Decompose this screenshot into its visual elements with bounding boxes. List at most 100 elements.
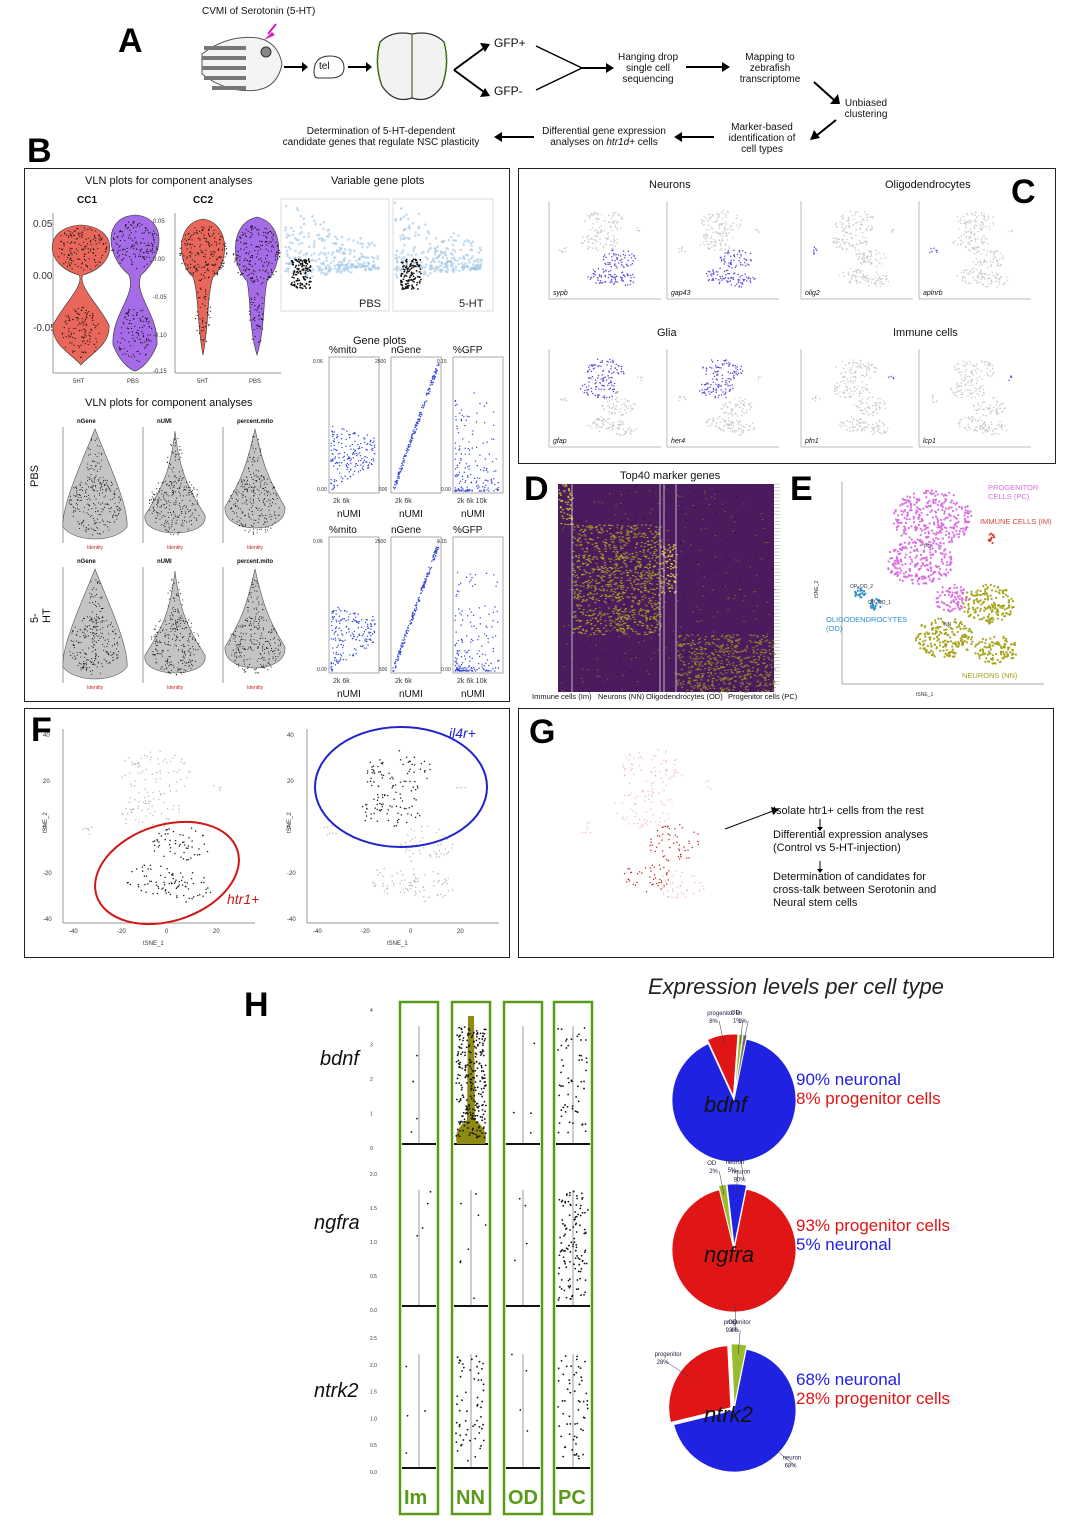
scatter-point: [251, 255, 254, 257]
scatter-point: [247, 230, 249, 232]
scatter-point: [275, 632, 278, 634]
variable-gene-point: [420, 278, 422, 281]
scatter-point: [240, 481, 242, 483]
scatter-point: [260, 657, 262, 660]
scatter-point: [614, 259, 616, 262]
scatter-point: [76, 631, 79, 633]
gene-plot-point: [351, 637, 354, 640]
gene-plot-point: [410, 622, 413, 624]
scatter-point: [251, 233, 254, 235]
scatter-point: [267, 232, 269, 234]
scatter-point: [266, 483, 268, 485]
gene-plot-point: [400, 650, 402, 652]
variable-gene-point: [359, 262, 363, 266]
scatter-point: [106, 626, 109, 628]
scatter-point: [86, 667, 88, 669]
scatter-point: [174, 516, 176, 518]
gene-plot-point: [370, 628, 372, 630]
gene-plot-point: [484, 670, 487, 672]
variable-gene-point: [289, 226, 293, 230]
scatter-point: [205, 332, 207, 334]
scatter-point: [183, 486, 185, 488]
scatter-point: [92, 314, 94, 317]
variable-gene-point: [478, 246, 482, 250]
gene-plot-point: [398, 477, 400, 479]
scatter-point: [247, 620, 249, 622]
scatter-point: [91, 438, 93, 440]
variable-gene-point: [479, 258, 483, 261]
scatter-point: [622, 250, 625, 252]
scatter-point: [235, 491, 237, 493]
scatter-point: [126, 251, 128, 253]
scatter-point: [597, 214, 599, 216]
scatter-point: [92, 489, 94, 491]
scatter-point: [189, 238, 191, 240]
gene-plot-point: [410, 442, 412, 444]
scatter-point: [257, 628, 259, 630]
scatter-point: [256, 309, 258, 311]
scatter-point: [192, 502, 194, 505]
gene-plot-point: [485, 625, 487, 627]
scatter-point: [85, 245, 87, 247]
scatter-point: [253, 626, 255, 628]
violin-points: [69, 616, 121, 675]
variable-gene-title: Variable gene plots: [331, 175, 425, 187]
scatter-point: [99, 605, 101, 607]
scatter-point: [237, 254, 239, 257]
scatter-point: [83, 227, 85, 229]
scatter-point: [172, 614, 174, 616]
gene-plot-point: [402, 639, 404, 641]
gene-plot-point: [343, 428, 345, 430]
scatter-point: [173, 512, 175, 514]
scatter-point: [271, 271, 273, 274]
scatter-point: [604, 281, 607, 283]
gene-plot-point: [494, 483, 496, 486]
scatter-point: [258, 601, 260, 603]
scatter-point: [614, 245, 617, 247]
gene-plot-point: [494, 635, 497, 637]
scatter-point: [151, 249, 153, 251]
variable-gene-point: [399, 267, 403, 271]
scatter-point: [587, 234, 589, 237]
scatter-point: [89, 338, 91, 340]
gene-plot-point: [463, 667, 465, 669]
variable-gene-point: [373, 267, 377, 270]
scatter-point: [84, 330, 87, 332]
scatter-point: [236, 648, 238, 650]
gene-plot-point: [342, 658, 345, 661]
variable-gene-point: [297, 251, 301, 255]
gene-plot-point: [496, 610, 498, 613]
scatter-point: [85, 260, 87, 262]
gene-plot-point: [334, 457, 336, 460]
scatter-point: [115, 654, 117, 656]
gene-plot-point: [347, 616, 350, 618]
gene-plot-point: [332, 618, 334, 621]
gene-plot-point: [486, 489, 488, 491]
scatter-point: [63, 243, 65, 245]
scatter-point: [239, 525, 241, 527]
gene-plot-point: [338, 620, 340, 622]
scatter-point: [254, 250, 256, 252]
gene-plot-point: [373, 444, 376, 447]
gene-plot-point: [430, 379, 432, 382]
scatter-point: [234, 655, 236, 657]
scatter-point: [182, 599, 184, 601]
scatter-point: [173, 481, 175, 483]
scatter-point: [110, 506, 112, 508]
scatter-point: [599, 242, 602, 245]
scatter-point: [218, 256, 221, 258]
scatter-point: [88, 311, 90, 313]
variable-gene-point: [400, 251, 404, 255]
scatter-point: [77, 500, 79, 502]
scatter-point: [190, 663, 193, 665]
scatter-point: [166, 483, 168, 485]
scatter-point: [84, 490, 86, 492]
scatter-point: [85, 309, 87, 311]
scatter-point: [174, 442, 177, 444]
scatter-point: [113, 238, 115, 240]
scatter-point: [132, 248, 135, 250]
scatter-point: [187, 492, 189, 494]
gene-plot-point: [414, 432, 416, 434]
gene-plot-point: [476, 477, 479, 479]
variable-gene-point: [337, 270, 341, 273]
